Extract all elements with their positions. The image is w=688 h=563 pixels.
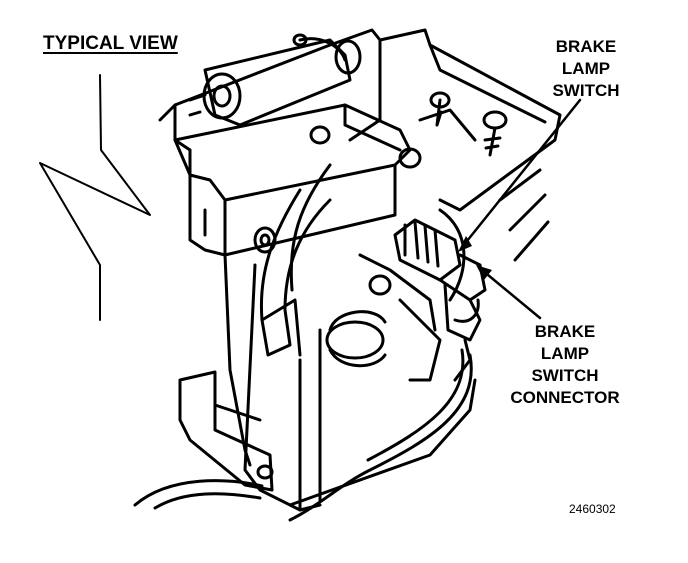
arrowhead-switch (458, 236, 472, 252)
callout-line: BRAKE (534, 322, 596, 341)
callout-line: SWITCH (531, 366, 599, 385)
dash-mounting-plate (378, 28, 562, 262)
break-line (39, 74, 151, 321)
leader-brake-lamp-switch (461, 98, 582, 248)
callout-line: LAMP (561, 59, 611, 78)
callout-line: CONNECTOR (510, 388, 620, 407)
callout-brake-lamp-switch: BRAKE LAMP SWITCH (543, 36, 629, 102)
lower-bracket (178, 253, 477, 512)
upper-support-bracket (158, 28, 382, 152)
leader-brake-lamp-switch-connector (480, 268, 542, 320)
wiring-harness (133, 348, 473, 522)
callout-line: SWITCH (552, 81, 620, 100)
arrowhead-connector (476, 265, 492, 280)
diagram-title: TYPICAL VIEW (43, 33, 178, 54)
leader-lines (461, 98, 582, 320)
brake-pedal-arm (253, 163, 332, 357)
callout-brake-lamp-switch-connector: BRAKE LAMP SWITCH CONNECTOR (510, 321, 620, 409)
figure-number: 2460302 (569, 502, 616, 516)
callout-line: LAMP (540, 344, 590, 363)
callout-line: BRAKE (555, 37, 617, 56)
pedal-support-housing (173, 103, 422, 257)
